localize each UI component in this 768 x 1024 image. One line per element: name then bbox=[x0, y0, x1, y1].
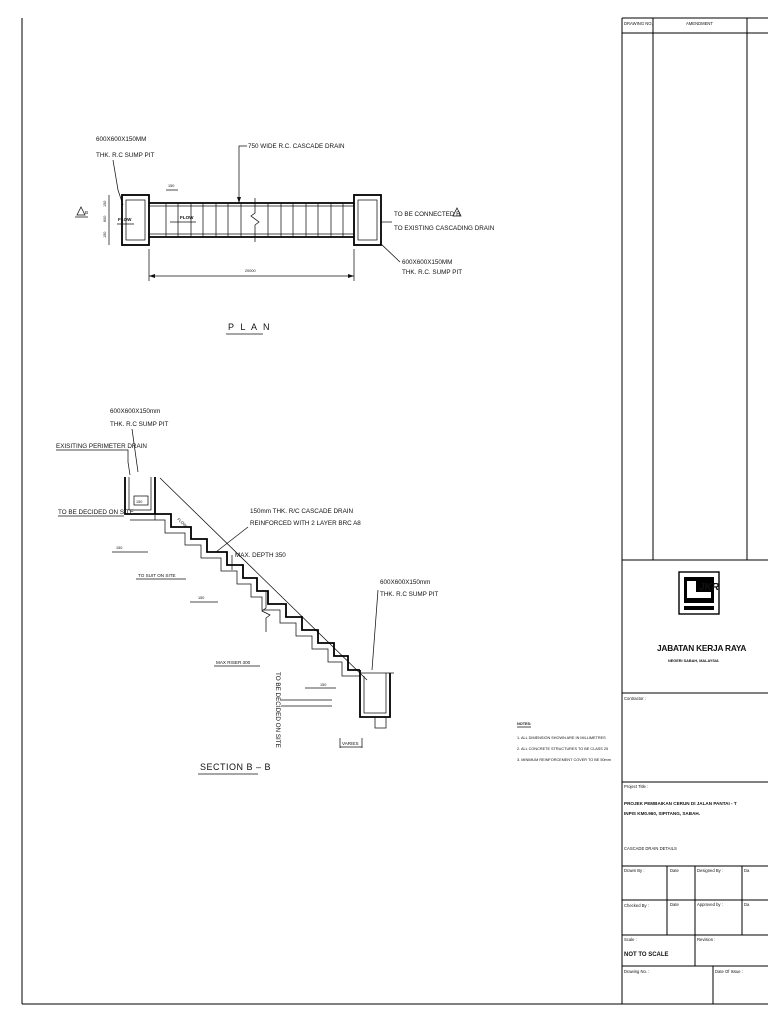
section-marker-left: B bbox=[75, 206, 88, 218]
date-of-issue-label: Date Of Issue : bbox=[715, 969, 743, 974]
section-sump-bottom bbox=[359, 670, 394, 729]
plan-title: P L A N bbox=[228, 322, 272, 332]
sheet-border bbox=[21, 18, 768, 1005]
date-label-4: Da bbox=[744, 902, 750, 907]
jkr-logo: JKR bbox=[678, 571, 720, 615]
plan-connect-label-1: TO BE CONNECTED B bbox=[394, 211, 460, 218]
section-bb: 600X600X150mm THK. R.C SUMP PIT EXISITIN… bbox=[56, 408, 438, 775]
scale-value: NOT TO SCALE bbox=[624, 952, 669, 958]
section-sump-top-1: 600X600X150mm bbox=[110, 408, 160, 415]
section-vertical-text: TO BE DECIDED ON SITE bbox=[274, 672, 281, 748]
date-label-1: Date bbox=[670, 868, 680, 873]
svg-text:150: 150 bbox=[136, 500, 142, 504]
notes: NOTES: 1. ALL DIMENSION SHOWN ARE IN MIL… bbox=[517, 722, 611, 762]
revision-label: Revision : bbox=[697, 937, 715, 942]
plan-flow-label-1: FLOW bbox=[118, 217, 132, 222]
section-break-symbol bbox=[261, 592, 271, 632]
section-max-riser: MAX RISER 300 bbox=[216, 660, 251, 665]
section-dim-150-b: 150 bbox=[198, 596, 204, 600]
plan-dim-150: 150 bbox=[168, 184, 174, 188]
plan-dim-side: 150 bbox=[103, 232, 107, 238]
notes-heading: NOTES: bbox=[517, 722, 531, 726]
drawn-by-label: Drawn By : bbox=[624, 868, 644, 873]
plan-sump-left-label-1: 600X600X150MM bbox=[96, 136, 146, 143]
section-to-be-decided: TO BE DECIDED ON SITE bbox=[58, 509, 134, 516]
plan-dim-600: 600 bbox=[103, 216, 107, 222]
project-title-label: Project Title : bbox=[624, 784, 648, 789]
plan-sump-right-label-1: 600X600X150MM bbox=[402, 259, 452, 266]
section-marker-letter: B bbox=[85, 210, 88, 215]
section-sump-bottom-2: THK. R.C SUMP PIT bbox=[380, 591, 438, 598]
drawing-no-label: Drawing No. : bbox=[624, 969, 649, 974]
section-drain-spec-2: REINFORCED WITH 2 LAYER BRC A8 bbox=[250, 520, 361, 527]
date-label-2: Da bbox=[744, 868, 750, 873]
section-dim-150-a: 150 bbox=[116, 546, 122, 550]
section-varies: VARIES bbox=[342, 741, 359, 746]
section-to-suit-site: TO SUIT ON SITE bbox=[138, 573, 176, 578]
contractor-label: Contractor : bbox=[624, 696, 646, 701]
checked-by-label: Checked By : bbox=[624, 903, 649, 908]
section-max-depth: MAX. DEPTH 350 bbox=[235, 552, 286, 559]
plan-length-dim: 20000 bbox=[245, 269, 256, 273]
section-dim-small: 150 bbox=[320, 683, 326, 687]
section-sump-top: 150 bbox=[124, 477, 156, 515]
note-item-3: 3. MINIMUM REINFORCEMENT COVER TO BE 50m… bbox=[517, 758, 611, 762]
drawing-no-header: DRAWING NO. bbox=[624, 21, 653, 26]
plan-connect-label-2: TO EXISTING CASCADING DRAIN bbox=[394, 225, 495, 232]
designed-by-label: Designed By : bbox=[697, 868, 723, 873]
plan-drain-label: 750 WIDE R.C. CASCADE DRAIN bbox=[248, 143, 345, 150]
drawing-title: CASCADE DRAIN DETAILS bbox=[624, 846, 677, 851]
date-label-3: Date bbox=[670, 902, 680, 907]
section-sump-top-2: THK. R.C SUMP PIT bbox=[110, 421, 168, 428]
plan-sump-right-label-2: THK. R.C. SUMP PIT bbox=[402, 269, 462, 276]
plan-break-symbol bbox=[250, 198, 260, 242]
section-flow: FLOW bbox=[176, 517, 187, 528]
section-existing-drain: EXISITING PERIMETER DRAIN bbox=[56, 443, 147, 450]
section-sump-bottom-1: 600X600X150mm bbox=[380, 579, 430, 586]
organisation-sub: NEGERI SABAH, MALAYSIA bbox=[668, 659, 719, 663]
plan-sump-right bbox=[353, 194, 382, 246]
note-item-2: 2. ALL CONCRETE STRUCTURES TO BE CLASS 2… bbox=[517, 747, 608, 751]
amendment-header: AMENDMENT bbox=[686, 21, 713, 26]
plan-view: 600X600X150MM THK. R.C SUMP PIT 750 WIDE… bbox=[75, 136, 495, 335]
project-title-line1: PROJEK PEMBAIKAN CERUN DI JALAN PANTAI -… bbox=[624, 801, 737, 806]
section-title: SECTION B – B bbox=[200, 762, 271, 772]
plan-sump-left bbox=[121, 194, 150, 246]
plan-flow-label-2: FLOW bbox=[180, 215, 194, 220]
project-title-line2: INPIS KM0.960, SIPITANG, SABAH. bbox=[624, 811, 700, 816]
plan-steps bbox=[165, 203, 344, 237]
title-block: DRAWING NO. AMENDMENT JKR JABATAN KERJA … bbox=[621, 17, 768, 1004]
section-staircase bbox=[130, 513, 360, 677]
plan-dim-150c: 150 bbox=[103, 201, 107, 207]
scale-label: Scale : bbox=[624, 937, 637, 942]
approved-by-label: Approved by : bbox=[697, 902, 723, 907]
plan-sump-left-label-2: THK. R.C SUMP PIT bbox=[96, 152, 154, 159]
section-drain-spec-1: 150mm THK. R/C CASCADE DRAIN bbox=[250, 508, 354, 515]
organisation-name: JABATAN KERJA RAYA bbox=[657, 643, 746, 653]
note-item-1: 1. ALL DIMENSION SHOWN ARE IN MILLIMETRE… bbox=[517, 736, 606, 740]
logo-text: JKR bbox=[699, 582, 720, 593]
